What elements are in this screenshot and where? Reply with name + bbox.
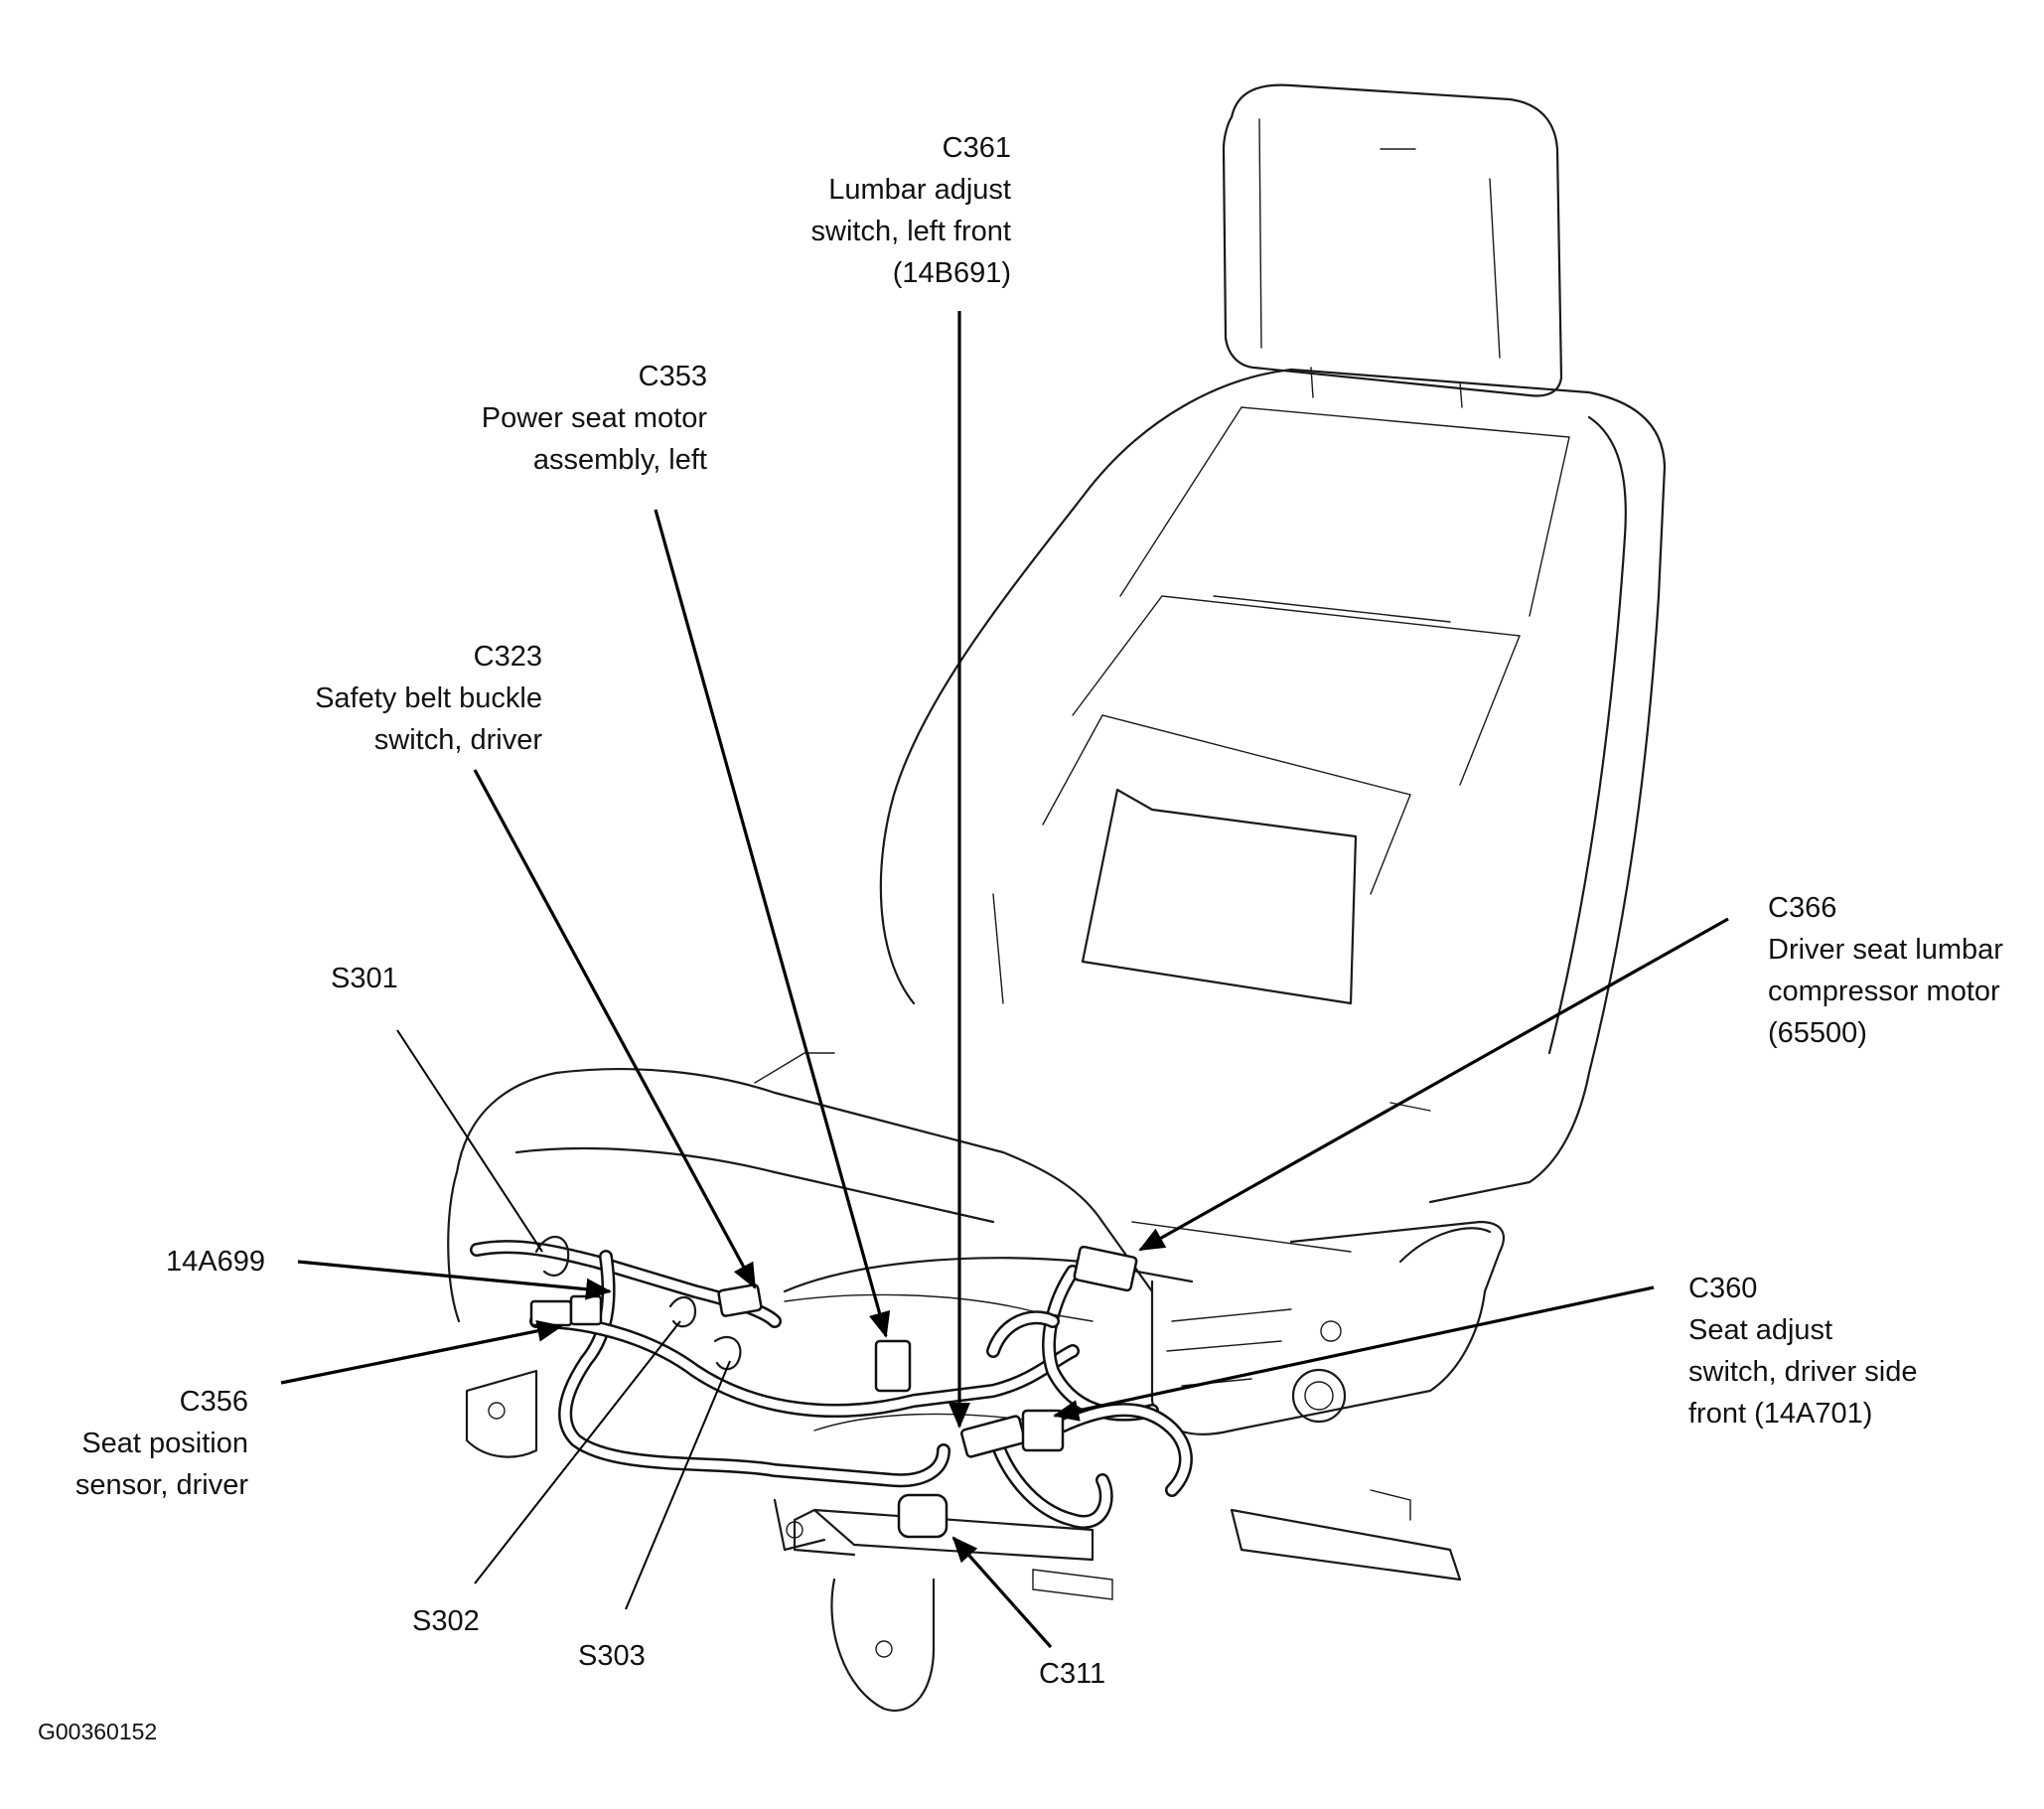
callout-s301: S301 <box>331 958 398 999</box>
callout-c361-line-3: switch, left front <box>810 216 1011 247</box>
callout-c356-line-1: C356 <box>179 1386 248 1418</box>
callout-c356: C356 Seat position sensor, driver <box>40 1381 248 1506</box>
callout-c311: C311 <box>1039 1653 1105 1695</box>
headrest <box>1222 83 1563 408</box>
leader-s303 <box>625 1360 731 1610</box>
callout-c366-line-4: (65500) <box>1768 1017 1867 1049</box>
callout-c356-line-3: sensor, driver <box>74 1469 248 1501</box>
callout-c361-line-1: C361 <box>942 132 1011 164</box>
callout-c361: C361 Lumbar adjust switch, left front (1… <box>755 127 1011 294</box>
callout-c353-line-2: Power seat motor <box>481 402 707 434</box>
callout-c360-line-1: C360 <box>1688 1273 1758 1304</box>
leader-c353 <box>654 509 891 1338</box>
callout-c353-line-1: C353 <box>638 361 707 392</box>
leader-c360 <box>1053 1285 1655 1422</box>
figure-id: G00360152 <box>38 1719 158 1744</box>
callout-s302-line-1: S302 <box>412 1605 480 1637</box>
callout-14a699-line-1: 14A699 <box>166 1246 265 1278</box>
leader-lines <box>280 311 1729 1649</box>
callout-c361-line-4: (14B691) <box>892 257 1011 289</box>
callout-c311-line-1: C311 <box>1039 1658 1106 1690</box>
wiring-harness <box>470 1240 1193 1529</box>
callout-c366-line-1: C366 <box>1768 892 1837 924</box>
callout-c361-line-2: Lumbar adjust <box>828 174 1011 206</box>
leader-s302 <box>474 1320 681 1584</box>
callout-c360-line-3: switch, driver side <box>1688 1356 1918 1388</box>
callout-c323-line-1: C323 <box>473 641 542 673</box>
callout-s303: S303 <box>578 1635 646 1677</box>
seat-track <box>465 1369 1462 1712</box>
callout-c353: C353 Power seat motor assembly, left <box>437 356 707 481</box>
callout-c366: C366 Driver seat lumbar compressor motor… <box>1768 887 2036 1054</box>
callout-s302: S302 <box>412 1600 480 1642</box>
leader-c366 <box>1138 917 1729 1252</box>
callout-c360: C360 Seat adjust switch, driver side fro… <box>1688 1268 1986 1434</box>
leader-c323 <box>473 769 757 1289</box>
side-trim <box>1150 1220 1505 1435</box>
callout-c360-line-4: front (14A701) <box>1688 1398 1873 1430</box>
callout-c360-line-2: Seat adjust <box>1688 1314 1833 1346</box>
callout-c323: C323 Safety belt buckle switch, driver <box>268 636 542 761</box>
callout-c366-line-3: compressor motor <box>1768 976 2000 1007</box>
seat-cushion <box>447 1052 1352 1323</box>
callout-c323-line-3: switch, driver <box>373 724 542 756</box>
splice-marks <box>534 1235 742 1371</box>
callout-s303-line-1: S303 <box>578 1640 646 1672</box>
callout-s301-line-1: S301 <box>331 963 398 994</box>
callout-c353-line-3: assembly, left <box>532 444 707 476</box>
leader-14a699 <box>297 1260 612 1300</box>
leader-c311 <box>951 1536 1053 1649</box>
callout-c366-line-2: Driver seat lumbar <box>1768 934 2003 966</box>
leader-c356 <box>280 1319 563 1385</box>
callout-c323-line-2: Safety belt buckle <box>315 682 542 714</box>
leader-s301 <box>396 1029 543 1253</box>
connectors <box>529 1245 1138 1539</box>
callout-c356-line-2: Seat position <box>81 1428 248 1459</box>
seat-back <box>879 368 1667 1204</box>
callout-14a699: 14A699 <box>166 1241 265 1282</box>
